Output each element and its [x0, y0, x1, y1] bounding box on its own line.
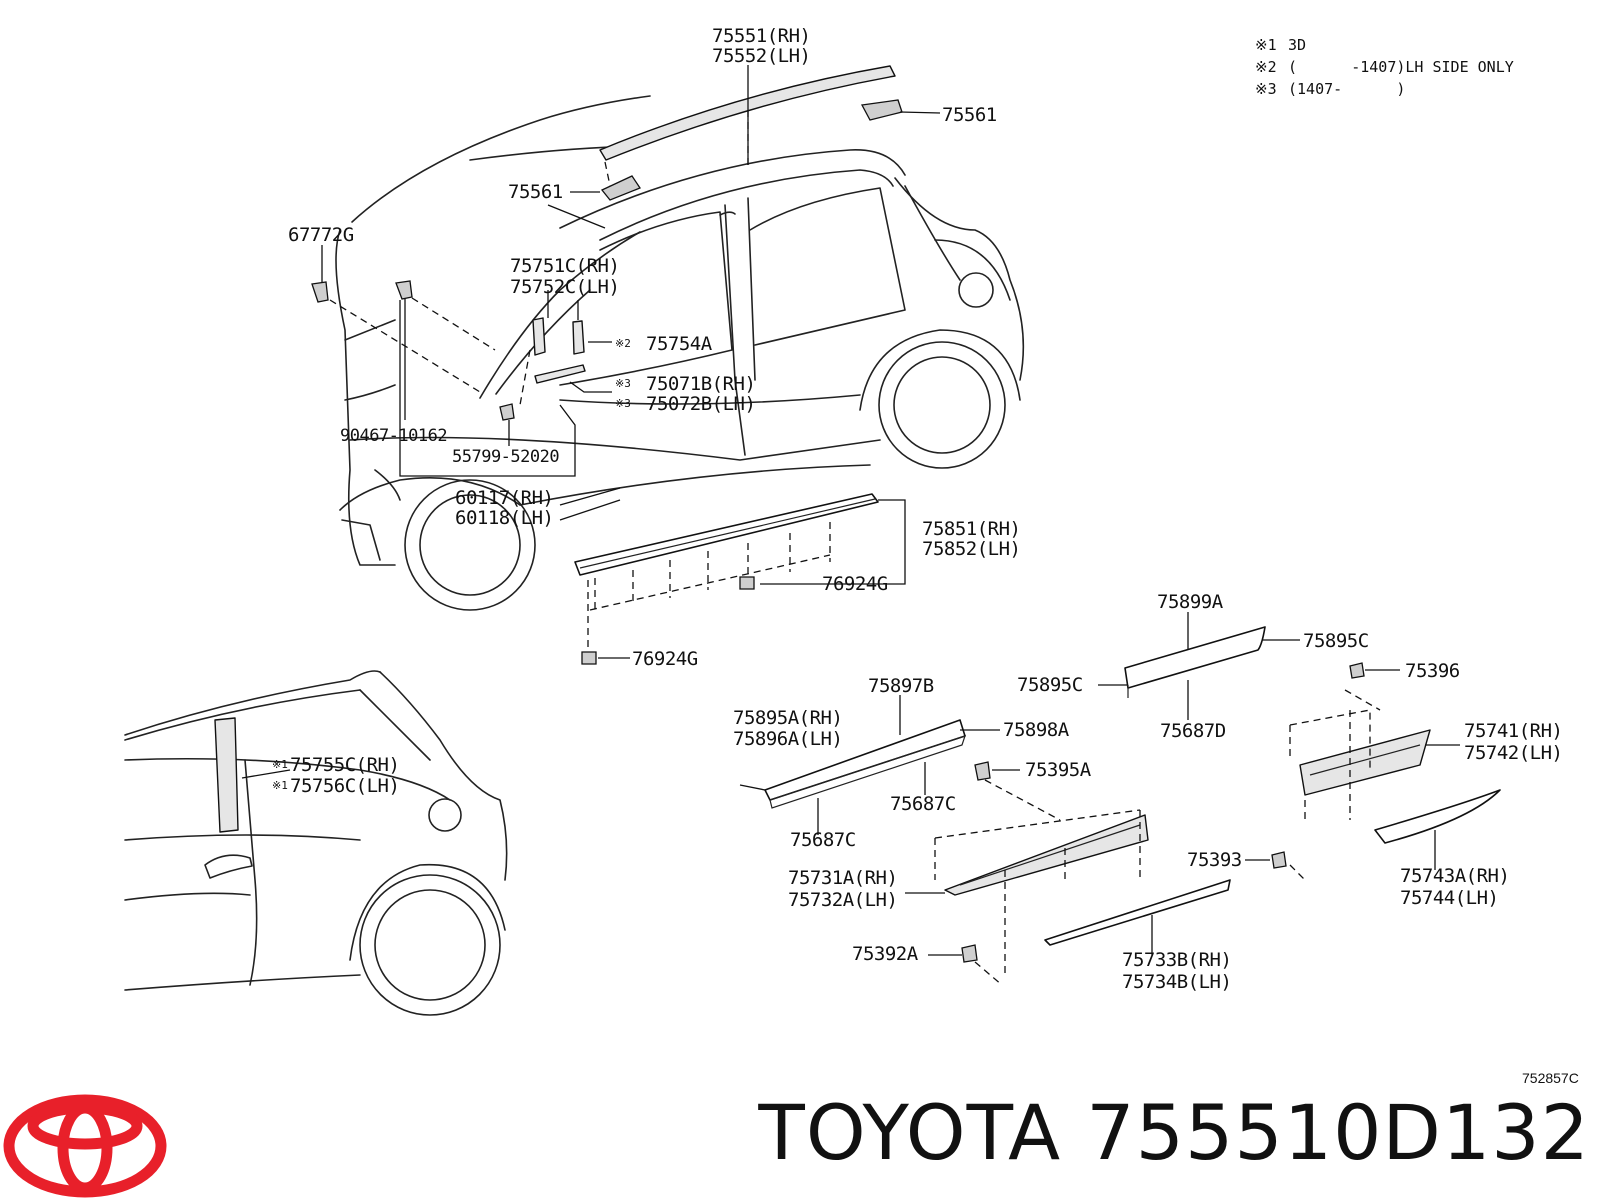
label-75895C-b: 75895C	[1017, 674, 1083, 696]
note-2-text: ( -1407)LH SIDE ONLY	[1288, 58, 1514, 76]
label-75071B: 75071B(RH)	[646, 373, 755, 395]
label-75899A: 75899A	[1157, 591, 1224, 613]
pillar-garnish-parts	[399, 290, 612, 477]
label-75551: 75551(RH)	[712, 25, 810, 47]
part-number: 755510D132	[1086, 1088, 1590, 1177]
note-mark-3b: ※3	[615, 397, 631, 410]
label-75072B: 75072B(LH)	[646, 393, 755, 415]
label-75754A: 75754A	[646, 333, 713, 355]
label-75396: 75396	[1405, 660, 1460, 682]
label-75733B: 75733B(RH)	[1122, 949, 1231, 971]
label-75734B: 75734B(LH)	[1122, 971, 1231, 993]
label-75898A: 75898A	[1003, 719, 1070, 741]
roof-molding-part	[599, 65, 896, 196]
rocker-molding-part	[574, 493, 906, 665]
screw-clips	[311, 245, 496, 420]
label-75895C-a: 75895C	[1303, 630, 1369, 652]
label-75732A: 75732A(LH)	[788, 889, 897, 911]
label-75851: 75851(RH)	[922, 518, 1020, 540]
leader-60117	[559, 487, 621, 506]
label-60117: 60117(RH)	[455, 487, 553, 509]
label-75755C: 75755C(RH)	[290, 754, 399, 776]
label-55799: 55799-52020	[452, 447, 559, 467]
label-75561-left: 75561	[508, 181, 563, 203]
note-mark-1b: ※1	[272, 779, 288, 792]
leader-60118	[559, 499, 621, 521]
label-76924G-b: 76924G	[632, 648, 698, 670]
label-75756C: 75756C(LH)	[290, 775, 399, 797]
label-75743A: 75743A(RH)	[1400, 865, 1509, 887]
roof-clip-part	[547, 99, 941, 229]
label-75751C: 75751C(RH)	[510, 255, 619, 277]
label-75744: 75744(LH)	[1400, 887, 1498, 909]
label-75393: 75393	[1187, 849, 1242, 871]
label-67772G: 67772G	[288, 224, 354, 246]
label-75896A: 75896A(LH)	[733, 728, 842, 750]
label-75552: 75552(LH)	[712, 45, 810, 67]
note-mark-3a: ※3	[615, 377, 631, 390]
note-1-mark: ※1	[1255, 36, 1277, 54]
toyota-logo-icon	[3, 1094, 167, 1198]
diagram-code: 752857C	[1522, 1070, 1579, 1086]
label-75395A: 75395A	[1025, 759, 1092, 781]
brand-name: TOYOTA	[758, 1088, 1062, 1177]
label-90467: 90467-10162	[340, 426, 447, 446]
brand-title: TOYOTA 755510D132	[730, 1095, 1590, 1171]
part-labels: 75551(RH) 75552(LH) 75561 75561 67772G 7…	[272, 25, 1563, 993]
note-mark-1a: ※1	[272, 758, 288, 771]
label-75392A: 75392A	[852, 943, 919, 965]
label-75687C-a: 75687C	[890, 793, 956, 815]
label-75742: 75742(LH)	[1464, 742, 1562, 764]
label-75561-right: 75561	[942, 104, 997, 126]
note-1-text: 3D	[1288, 36, 1306, 54]
note-2-mark: ※2	[1255, 58, 1277, 76]
car-body-rear	[124, 670, 508, 1016]
door-molding-parts	[739, 695, 1231, 986]
label-75741: 75741(RH)	[1464, 720, 1562, 742]
rear-molding-parts	[1098, 612, 1501, 881]
note-3-text: (1407- )	[1288, 80, 1405, 98]
label-75731A: 75731A(RH)	[788, 867, 897, 889]
label-75687D: 75687D	[1160, 720, 1226, 742]
note-3-mark: ※3	[1255, 80, 1277, 98]
label-75897B: 75897B	[868, 675, 934, 697]
label-75895A: 75895A(RH)	[733, 707, 842, 729]
notes-block: ※1 3D ※2 ( -1407)LH SIDE ONLY ※3 (1407- …	[1255, 36, 1514, 98]
label-75687C-b: 75687C	[790, 829, 856, 851]
car-body-main	[335, 95, 1025, 611]
label-75852: 75852(LH)	[922, 538, 1020, 560]
label-60118: 60118(LH)	[455, 507, 553, 529]
label-76924G-a: 76924G	[822, 573, 888, 595]
note-mark-2: ※2	[615, 337, 631, 350]
label-75752C: 75752C(LH)	[510, 276, 619, 298]
